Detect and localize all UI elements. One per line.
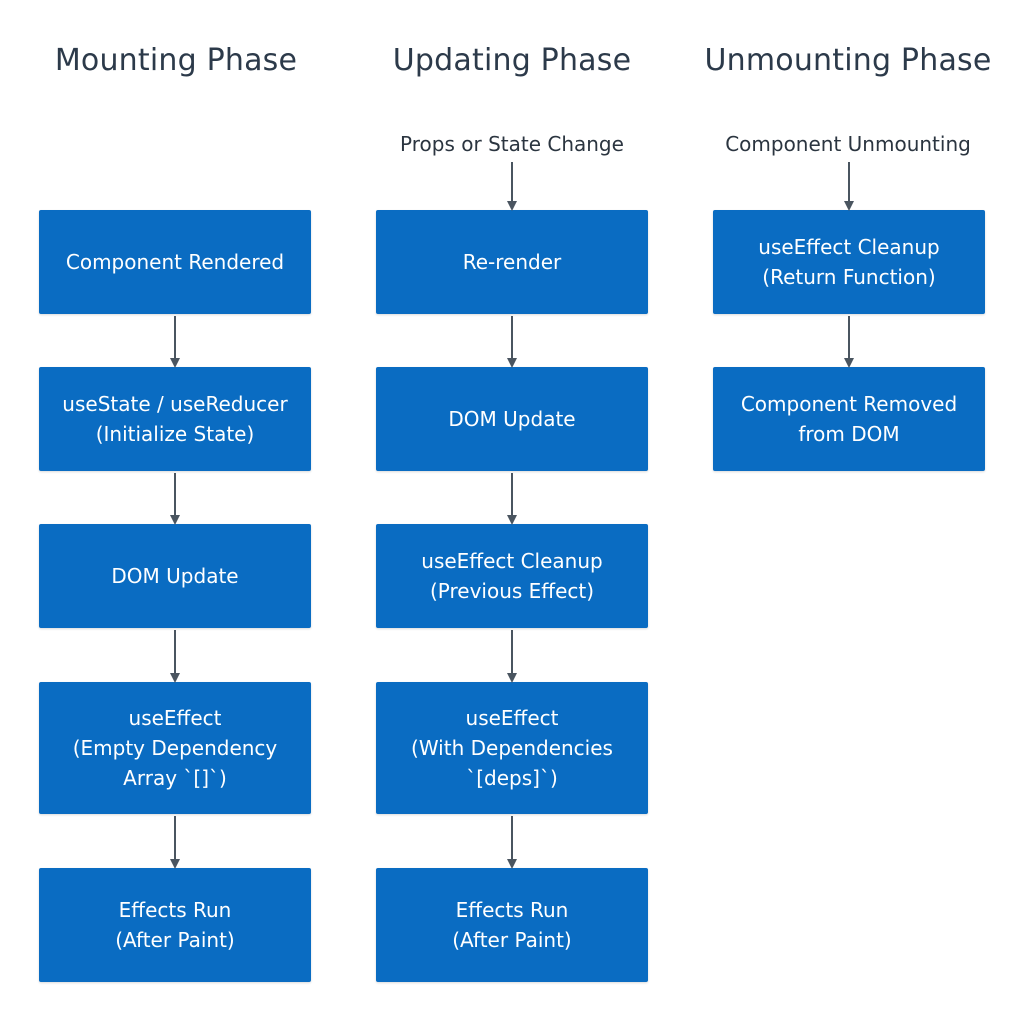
step-label: Component Removed <box>740 392 958 416</box>
updating-step-5: Effects Run (After Paint) <box>376 868 648 982</box>
step-label: Effects Run <box>118 898 232 922</box>
updating-step-3: useEffect Cleanup (Previous Effect) <box>376 524 648 628</box>
step-label: DOM Update <box>448 407 576 431</box>
unmounting-trigger: Component Unmounting <box>725 132 971 156</box>
step-label: `[deps]`) <box>466 766 558 790</box>
step-label: (After Paint) <box>115 928 235 952</box>
step-label: useEffect Cleanup <box>421 549 603 573</box>
step-label: useEffect Cleanup <box>758 235 940 259</box>
step-label: useEffect <box>128 706 222 730</box>
step-label: (Empty Dependency <box>72 736 278 760</box>
step-label: (Initialize State) <box>95 422 255 446</box>
mounting-step-1: Component Rendered <box>39 210 311 314</box>
mounting-step-4: useEffect (Empty Dependency Array `[]`) <box>39 682 311 814</box>
mounting-step-2: useState / useReducer (Initialize State) <box>39 367 311 471</box>
updating-step-4: useEffect (With Dependencies `[deps]`) <box>376 682 648 814</box>
updating-phase-title: Updating Phase <box>392 43 632 78</box>
step-label: useState / useReducer <box>62 392 288 416</box>
updating-trigger: Props or State Change <box>400 132 624 156</box>
unmounting-step-2: Component Removed from DOM <box>713 367 985 471</box>
mounting-step-5: Effects Run (After Paint) <box>39 868 311 982</box>
unmounting-step-1: useEffect Cleanup (Return Function) <box>713 210 985 314</box>
step-label: (After Paint) <box>452 928 572 952</box>
step-label: Effects Run <box>455 898 569 922</box>
step-label: (Previous Effect) <box>429 579 595 603</box>
step-label: Component Rendered <box>65 250 285 274</box>
mounting-step-3: DOM Update <box>39 524 311 628</box>
updating-step-1: Re-render <box>376 210 648 314</box>
step-label: Array `[]`) <box>123 766 227 790</box>
step-label: DOM Update <box>111 564 239 588</box>
updating-step-2: DOM Update <box>376 367 648 471</box>
step-label: useEffect <box>465 706 559 730</box>
step-label: from DOM <box>798 422 900 446</box>
step-label: (Return Function) <box>762 265 936 289</box>
unmounting-phase-title: Unmounting Phase <box>704 43 992 78</box>
step-label: (With Dependencies <box>411 736 613 760</box>
mounting-phase-title: Mounting Phase <box>54 43 298 78</box>
step-label: Re-render <box>462 250 562 274</box>
